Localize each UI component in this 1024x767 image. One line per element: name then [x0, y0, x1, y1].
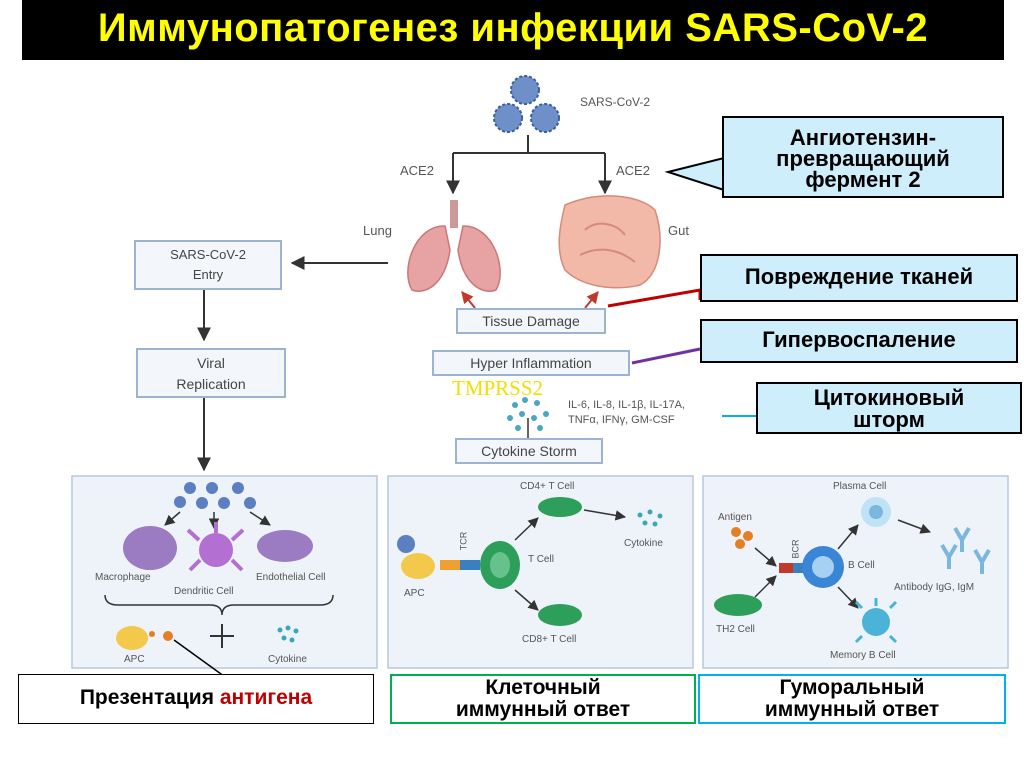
ace2-callout-line3: фермент 2 — [805, 167, 921, 192]
memory-b-cell-label: Memory B Cell — [830, 650, 896, 661]
apc-cell-icon — [401, 553, 435, 579]
cytokine-mid-icon — [637, 509, 663, 527]
t-cell-label: T Cell — [528, 554, 554, 565]
cytokine-list-line2: TNFα, IFNγ, GM-CSF — [568, 414, 675, 426]
entry-line1: SARS-CoV-2 — [170, 247, 246, 262]
tissue-damage-callout: Повреждение тканей — [700, 254, 1018, 302]
tmprss2-label: TMPRSS2 — [452, 376, 544, 400]
storm-callout-line1: Цитокиновый — [813, 385, 965, 410]
tissue-damage-box: Tissue Damage — [456, 308, 606, 334]
cytokine-left-label: Cytokine — [268, 654, 307, 665]
tcr-label: TCR — [458, 531, 469, 551]
title-bar: Иммунопатогенез инфекции SARS-CoV-2 — [22, 0, 1004, 60]
virus-icon — [397, 535, 415, 553]
hyper-inflammation-callout: Гипервоспаление — [700, 319, 1018, 363]
endothelial-cell-label: Endothelial Cell — [256, 572, 326, 583]
b-cell-label: B Cell — [848, 560, 875, 571]
humoral-line1: Гуморальный — [779, 676, 925, 699]
storm-callout-line2: шторм — [853, 407, 925, 432]
ace2-callout-line1: Ангиотензин- — [789, 125, 937, 150]
lung-label: Lung — [363, 223, 392, 238]
presentation-prefix: Презентация — [79, 686, 220, 709]
dendritic-cell-icon — [186, 522, 245, 572]
ace2-callout: Ангиотензин- превращающий фермент 2 — [722, 116, 1004, 198]
cd4-label: CD4+ T Cell — [520, 481, 575, 492]
antigen-icon — [731, 527, 753, 549]
cytokine-list-line1: IL-6, IL-8, IL-1β, IL-17A, — [568, 399, 685, 411]
antibody-label: Antibody IgG, IgM — [894, 582, 975, 593]
cellular-line1: Клеточный — [485, 676, 601, 699]
memory-b-cell-icon — [854, 598, 898, 644]
plus-icon — [210, 624, 234, 648]
antigen-label: Antigen — [718, 512, 752, 523]
cytokine-mid-label: Cytokine — [624, 538, 663, 549]
apc-left-label: APC — [124, 654, 145, 665]
page-title: Иммунопатогенез инфекции SARS-CoV-2 — [97, 6, 929, 50]
sars-cov-2-entry-box: SARS-CoV-2 Entry — [134, 240, 282, 290]
antibody-icon — [940, 526, 991, 574]
cellular-response-caption: Клеточный иммунный ответ — [390, 674, 696, 724]
virus-label: SARS-CoV-2 — [580, 95, 651, 109]
cd8-label: CD8+ T Cell — [522, 634, 577, 645]
apc-icon — [116, 626, 173, 650]
cytokine-icon — [277, 625, 299, 643]
apc-mid-label: APC — [404, 588, 425, 599]
dendritic-cell-label: Dendritic Cell — [174, 586, 234, 597]
viral-replication-box: Viral Replication — [136, 348, 286, 398]
lung-icon — [407, 200, 501, 292]
ace2-left-label: ACE2 — [400, 163, 434, 178]
plasma-cell-label: Plasma Cell — [833, 481, 887, 492]
cd4-t-cell-icon — [538, 497, 582, 517]
humoral-response-caption: Гуморальный иммунный ответ — [698, 674, 1006, 724]
gut-label: Gut — [668, 223, 689, 238]
antigen-presentation-caption: Презентация антигена — [18, 674, 374, 724]
entry-line2: Entry — [192, 267, 224, 282]
macrophage-icon — [123, 526, 177, 570]
sars-cov-2-virus-icon — [493, 75, 560, 133]
replication-line2: Replication — [176, 376, 246, 392]
th2-label: TH2 Cell — [716, 624, 755, 635]
cd8-t-cell-icon — [538, 604, 582, 626]
macrophage-label: Macrophage — [95, 572, 151, 583]
cellular-line2: иммунный ответ — [455, 698, 631, 721]
replication-line1: Viral — [197, 355, 225, 371]
th2-cell-icon — [714, 594, 762, 616]
cytokine-dots-icon — [507, 397, 549, 431]
cytokine-list: IL-6, IL-8, IL-1β, IL-17A, TNFα, IFNγ, G… — [568, 398, 685, 428]
gut-icon — [558, 195, 661, 289]
hyper-inflammation-box: Hyper Inflammation — [432, 350, 630, 376]
ace2-callout-line2: превращающий — [776, 146, 950, 171]
endothelial-cell-icon — [257, 530, 313, 562]
cytokine-storm-box: Cytokine Storm — [455, 438, 603, 464]
virus-particles-icon — [174, 482, 256, 509]
ace2-right-label: ACE2 — [616, 163, 650, 178]
bcr-label: BCR — [790, 539, 801, 559]
presentation-accent: антигена — [219, 686, 313, 709]
cytokine-storm-callout: Цитокиновый шторм — [756, 382, 1022, 434]
humoral-line2: иммунный ответ — [764, 698, 940, 721]
